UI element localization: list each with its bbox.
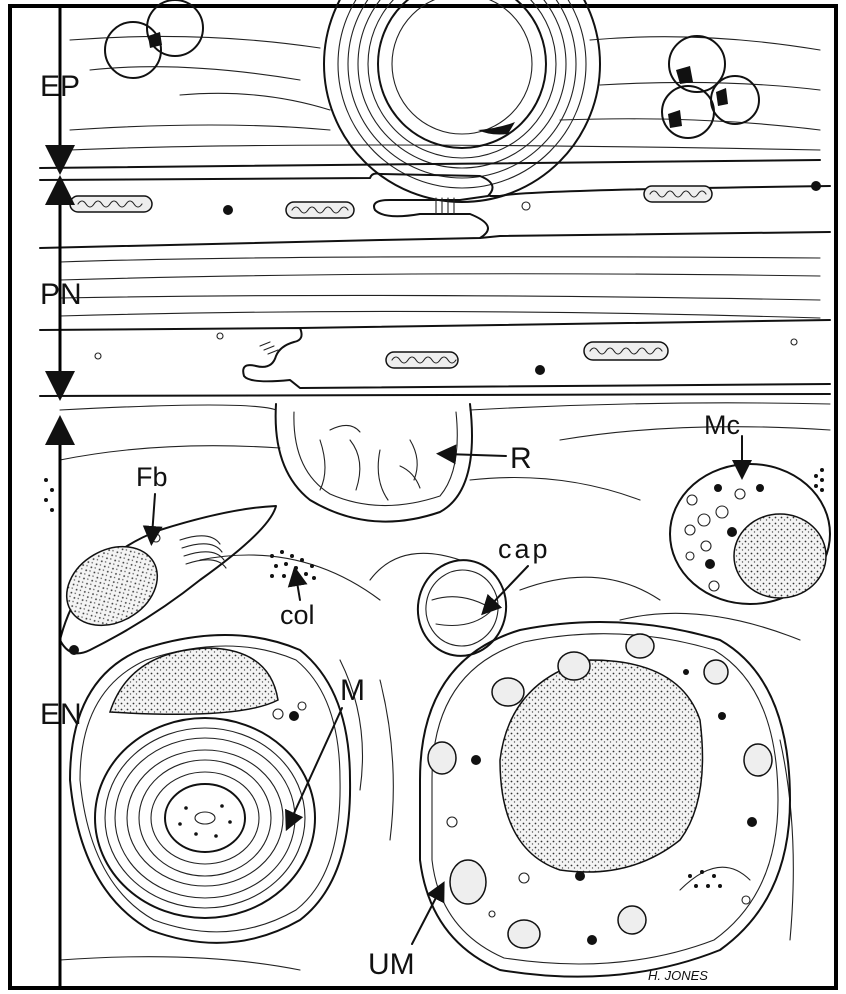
- frame: [10, 6, 836, 988]
- label-fb: Fb: [136, 462, 168, 492]
- label-cap: cap: [498, 534, 551, 564]
- artist-signature: H. JONES: [648, 968, 708, 983]
- label-um: UM: [368, 948, 415, 981]
- label-en: EN: [40, 698, 82, 731]
- label-pn: PN: [40, 278, 82, 311]
- label-ep: EP: [40, 70, 80, 103]
- label-col: col: [280, 600, 315, 630]
- label-r: R: [510, 442, 532, 475]
- label-mc: Mc: [704, 410, 740, 440]
- label-m: M: [340, 674, 365, 707]
